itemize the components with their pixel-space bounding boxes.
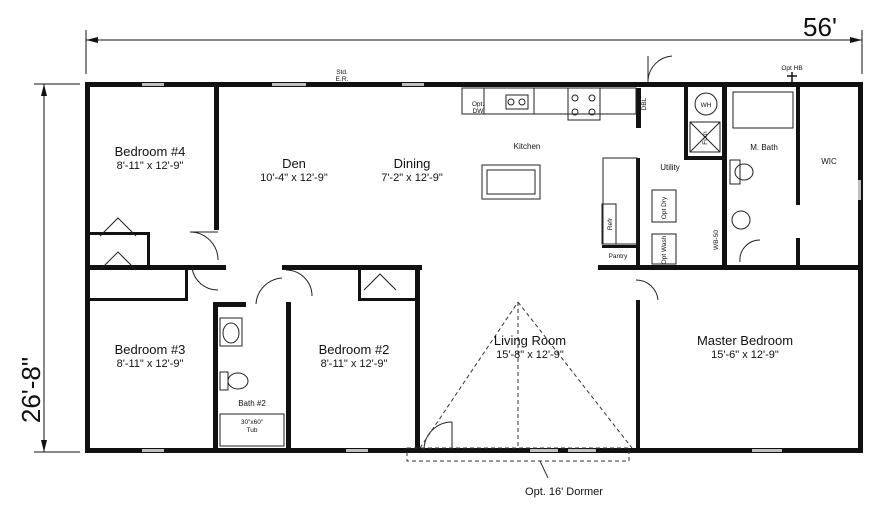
hose-bib-marker	[787, 72, 797, 82]
height-label: 26'-8"	[16, 357, 46, 423]
height-dimension	[34, 83, 80, 453]
opt-dry-label: Opt Dry	[661, 196, 668, 219]
den-name: Den	[282, 156, 306, 171]
refr-label: Refr	[607, 217, 614, 230]
dining-name: Dining	[394, 156, 431, 171]
opt-dw-label-2: DW	[473, 108, 485, 115]
bedroom2-size: 8'-11" x 12'-9"	[321, 358, 388, 370]
pantry-label: Pantry	[609, 253, 629, 260]
bedroom3-name: Bedroom #3	[115, 342, 186, 357]
dbl-label: DBL	[641, 97, 648, 110]
kitchen-counters	[461, 87, 638, 245]
wb50-label: WB-50	[713, 230, 720, 250]
bath2-name: Bath #2	[238, 399, 266, 408]
bedroom3-size: 8'-11" x 12'-9"	[117, 358, 184, 370]
master-bedroom-name: Master Bedroom	[697, 333, 793, 348]
living-room-name: Living Room	[494, 333, 566, 348]
exterior-walls	[85, 82, 863, 453]
windows	[142, 83, 861, 452]
living-room-size: 15'-8" x 12'-9"	[496, 349, 564, 361]
tub-label-1: 30"x60"	[241, 419, 264, 426]
dining-size: 7'-2" x 12'-9"	[381, 172, 443, 184]
living-room-vault	[406, 301, 633, 479]
width-label: 56'	[803, 12, 837, 42]
opt-hb-label: Opt HB	[781, 65, 802, 72]
bath-fixtures	[219, 91, 794, 447]
master-bath-name: M. Bath	[750, 143, 778, 152]
interior-walls	[88, 85, 860, 450]
wic-name: WIC	[821, 157, 837, 166]
wh-label: WH	[701, 102, 712, 109]
furn-label: Furn	[702, 131, 709, 145]
kitchen-name: Kitchen	[514, 142, 541, 151]
width-dimension	[85, 30, 863, 74]
utility-name: Utility	[660, 163, 680, 172]
dormer-label: Opt. 16' Dormer	[525, 486, 603, 498]
bedroom2-name: Bedroom #2	[319, 342, 390, 357]
bedroom4-size: 8'-11" x 12'-9"	[117, 160, 184, 172]
den-size: 10'-4" x 12'-9"	[260, 172, 328, 184]
opt-dw-label-1: Opt.	[472, 101, 484, 108]
tub-label-2: Tub	[247, 427, 258, 434]
master-bedroom-size: 15'-6" x 12'-9"	[711, 349, 779, 361]
std-er-label-1: Std.	[336, 69, 348, 76]
bedroom4-name: Bedroom #4	[115, 144, 186, 159]
opt-wash-label: Opt Wash	[661, 235, 668, 264]
std-er-label-2: E.R.	[336, 76, 349, 83]
